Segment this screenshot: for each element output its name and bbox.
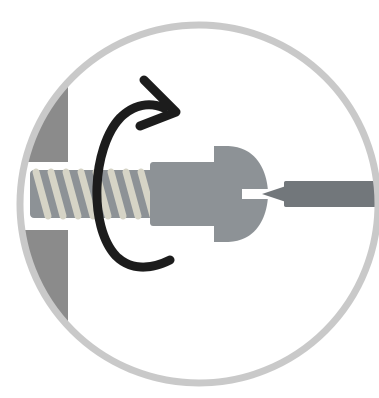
screwdriver-icon — [262, 181, 378, 207]
thread-ridge — [32, 168, 52, 220]
rotation-arrow-icon — [92, 75, 181, 272]
thread-ridge — [62, 168, 82, 220]
thread-ridge — [122, 168, 142, 220]
frame-ring — [16, 21, 379, 387]
thread-ridge — [107, 168, 127, 220]
thread-ridge — [77, 168, 97, 220]
thread-ridge — [47, 168, 67, 220]
